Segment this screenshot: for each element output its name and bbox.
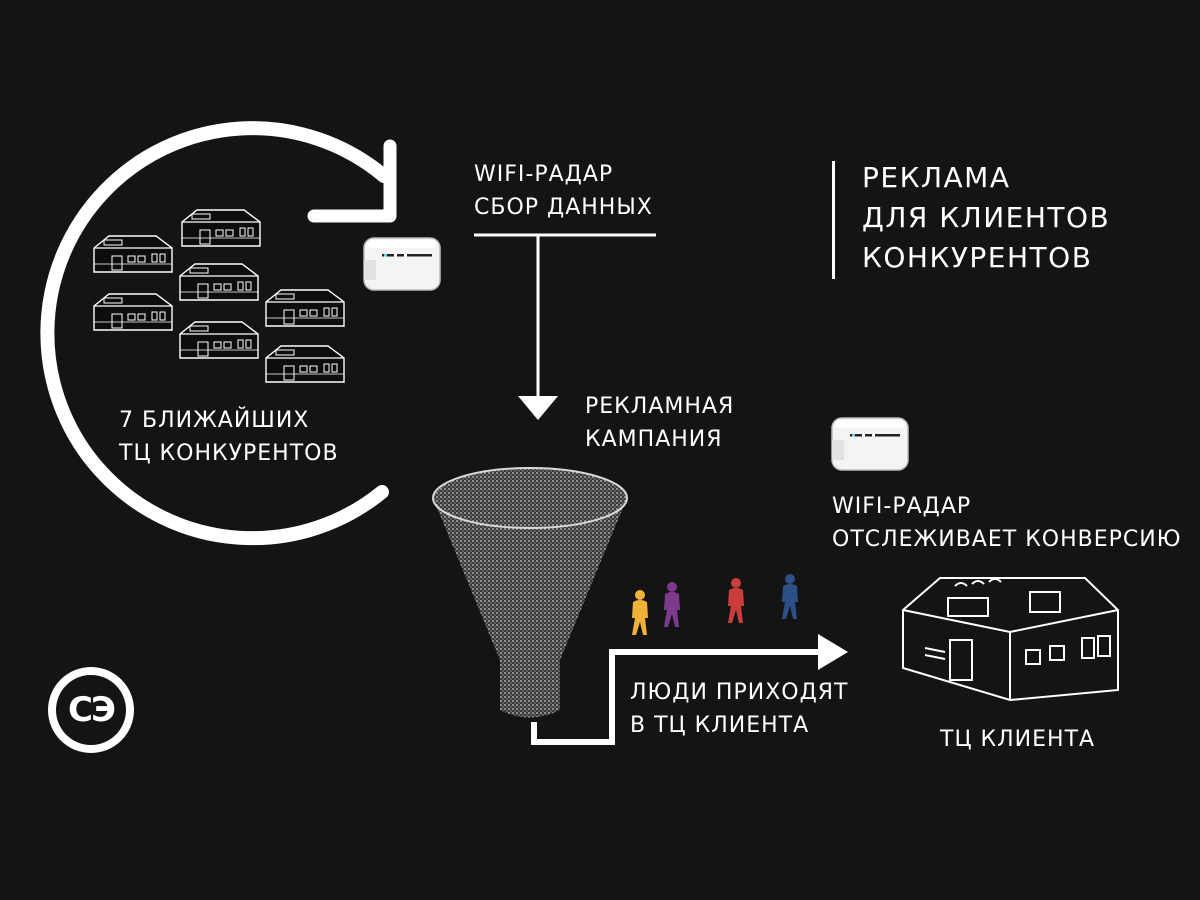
people-label: ЛЮДИ ПРИХОДЯТ В ТЦ КЛИЕНТА [630,676,849,742]
competitors-label-line1: 7 БЛИЖАЙШИХ [119,408,310,433]
radar-track-line1: WIFI-РАДАР [832,494,972,519]
radar-track-line2: ОТСЛЕЖИВАЕТ КОНВЕРСИЮ [832,527,1182,552]
person-icon [782,574,798,619]
campaign-line1: РЕКЛАМНАЯ [585,394,735,419]
campaign-line2: КАМПАНИЯ [585,427,723,452]
mall-icon [179,321,259,359]
wifi-router-icon [363,237,441,291]
logo-icon: СЭ [48,667,134,753]
client-mall-icon [902,577,1119,702]
headline: РЕКЛАМА ДЛЯ КЛИЕНТОВ КОНКУРЕНТОВ [862,158,1110,278]
person-icon [632,590,648,635]
people-group [632,574,798,635]
conversion-arrow [531,634,848,745]
data-flow-arrow [474,233,656,420]
mall-icon [179,263,259,301]
headline-line3: КОНКУРЕНТОВ [862,241,1093,274]
radar-track-label: WIFI-РАДАР ОТСЛЕЖИВАЕТ КОНВЕРСИЮ [832,490,1182,556]
competitors-label-line2: ТЦ КОНКУРЕНТОВ [119,441,339,466]
mall-icon [265,345,345,383]
competitor-malls [93,209,345,383]
people-line1: ЛЮДИ ПРИХОДЯТ [630,680,849,705]
radar-collect-line2: СБОР ДАННЫХ [474,195,653,220]
logo-text: СЭ [68,690,116,730]
competitors-label: 7 БЛИЖАЙШИХ ТЦ КОНКУРЕНТОВ [119,404,339,470]
mall-icon [265,289,345,327]
radar-collect-label: WIFI-РАДАР СБОР ДАННЫХ [474,158,653,224]
cycle-arrow-arc [40,121,391,546]
mall-icon [93,293,173,331]
funnel-icon [432,467,628,718]
client-mall-label: ТЦ КЛИЕНТА [940,727,1096,752]
headline-divider [832,161,835,279]
mall-icon [181,209,261,247]
cycle-arrowhead [307,139,397,223]
wifi-router-icon [831,417,909,471]
campaign-label: РЕКЛАМНАЯ КАМПАНИЯ [585,390,734,456]
person-icon [664,582,680,627]
headline-line2: ДЛЯ КЛИЕНТОВ [862,201,1111,234]
headline-line1: РЕКЛАМА [862,161,1011,194]
person-icon [728,578,744,623]
radar-collect-line1: WIFI-РАДАР [474,162,614,187]
people-line2: В ТЦ КЛИЕНТА [630,713,810,738]
mall-icon [93,235,173,273]
